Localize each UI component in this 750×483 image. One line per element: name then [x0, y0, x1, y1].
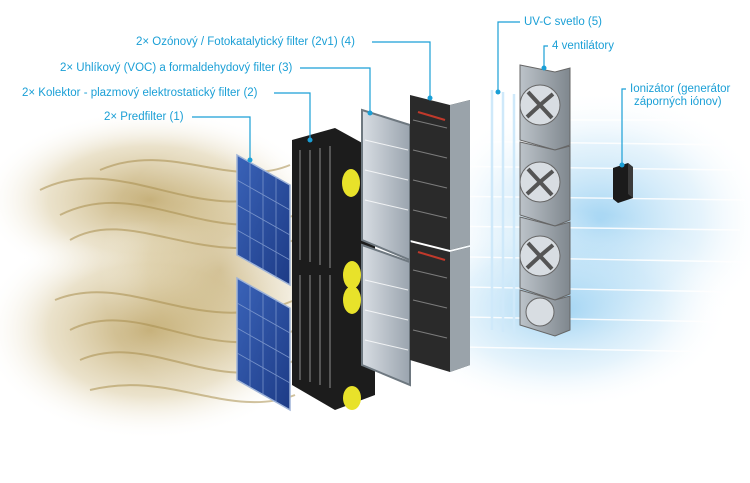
carbon-filter [361, 108, 411, 387]
label-carbon-filter: 2× Uhlíkový (VOC) a formaldehydový filte… [60, 62, 293, 74]
callout-lines [192, 21, 626, 165]
ozone-photocatalytic-filter [410, 95, 470, 372]
collector-knob-3 [343, 286, 361, 314]
label-ionizer-line1: Ionizátor (generátor [630, 83, 731, 95]
uvc-light [490, 90, 516, 334]
label-fans: 4 ventilátory [552, 40, 615, 52]
fan-4 [519, 289, 571, 337]
callout-dots [247, 65, 625, 168]
fan-3 [519, 216, 571, 301]
fan-2 [519, 141, 571, 227]
prefilter-panel [236, 153, 291, 412]
collector-knob-2 [343, 261, 361, 289]
label-ionizer-line2: záporných iónov) [634, 96, 722, 108]
collector-filter [292, 128, 375, 410]
ionizer [613, 163, 633, 203]
label-uvc-light: UV-C svetlo (5) [524, 16, 602, 28]
collector-knob-1 [342, 169, 360, 197]
fans [519, 64, 571, 337]
label-collector-filter: 2× Kolektor - plazmový elektrostatický f… [22, 87, 258, 99]
collector-knob-4 [343, 386, 361, 410]
fan-1 [519, 64, 571, 151]
label-prefilter: 2× Predfilter (1) [104, 111, 184, 123]
label-ozone-filter: 2× Ozónový / Fotokatalytický filter (2v1… [136, 36, 355, 48]
